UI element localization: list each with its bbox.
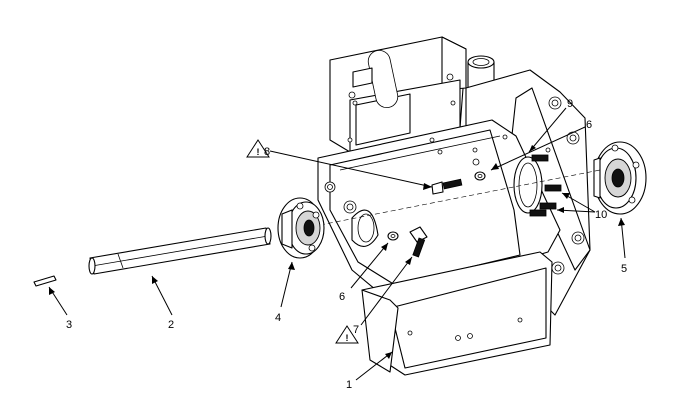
callout-2: 2 — [168, 319, 174, 331]
shaft-key — [33, 275, 57, 287]
right-washer — [472, 158, 486, 181]
callout-1: 1 — [346, 379, 352, 391]
frame-right-plate-edge — [511, 87, 591, 271]
callout-5: 5 — [621, 263, 627, 275]
lower-bolt-and-washer — [387, 226, 428, 258]
right-flange-bearing — [593, 141, 647, 215]
frame-left-bearing-ring — [351, 209, 379, 247]
frame-lower-box-inner — [389, 267, 547, 369]
callout-labels: 1 2 3 4 5 6 6 7 8 9 10 — [66, 98, 627, 391]
callout-10: 10 — [595, 209, 607, 221]
callout-6-right: 6 — [586, 119, 592, 131]
callout-6-left: 6 — [339, 291, 345, 303]
warning-mark-7: ! — [346, 333, 349, 343]
upper-bolt — [431, 178, 463, 195]
callout-7: 7 — [353, 324, 359, 336]
right-carriage-bolts — [529, 154, 562, 217]
callout-3: 3 — [66, 319, 72, 331]
drive-shaft — [88, 227, 272, 275]
warning-mark-8: ! — [257, 147, 260, 157]
callout-8: 8 — [264, 146, 270, 158]
callout-9: 9 — [567, 98, 573, 110]
left-flange-bearing — [277, 197, 325, 259]
warning-triangle-7: ! — [335, 325, 359, 344]
frame-top-tab — [352, 67, 373, 88]
frame-lower-flange — [361, 289, 399, 373]
warning-triangle-8: ! — [246, 139, 270, 158]
callout-4: 4 — [275, 312, 281, 324]
leader-lines — [48, 107, 626, 381]
